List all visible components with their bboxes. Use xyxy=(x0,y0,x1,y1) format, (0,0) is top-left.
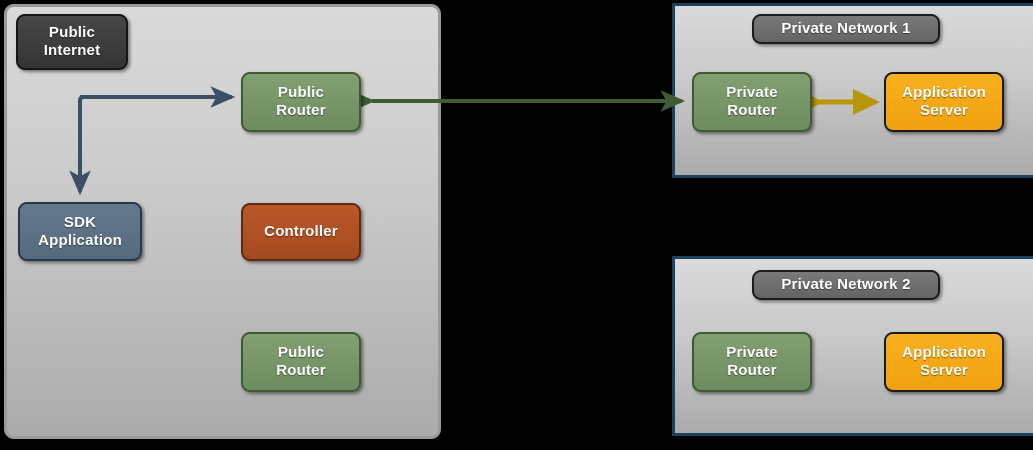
arrow-internet-to-sdk-application xyxy=(69,95,232,196)
node-pn2-private-router-line2: Router xyxy=(727,362,777,379)
node-controller[interactable]: Controller xyxy=(241,203,361,261)
node-pn1-private-router-line2: Router xyxy=(727,102,777,119)
node-public-router-top-line2: Router xyxy=(276,102,326,119)
node-sdk-application-line1: SDK xyxy=(63,213,97,231)
node-sdk-application-line2: Application xyxy=(38,231,122,249)
node-public-internet[interactable]: Public Internet xyxy=(16,14,128,70)
node-sdk-application[interactable]: SDK Application xyxy=(18,202,142,261)
node-pn2-application-server[interactable]: Application Server xyxy=(884,332,1004,392)
node-public-router-bottom-line2: Router xyxy=(276,362,326,379)
node-pn2-private-router[interactable]: Private Router xyxy=(692,332,812,392)
node-pn2-application-server-line1: Application xyxy=(902,344,986,362)
private-network-2-title-label: Private Network 2 xyxy=(781,276,911,294)
node-public-router-top-line1: Public xyxy=(277,84,325,102)
node-pn1-application-server[interactable]: Application Server xyxy=(884,72,1004,132)
node-public-router-top[interactable]: Public Router xyxy=(241,72,361,132)
node-public-router-bottom[interactable]: Public Router xyxy=(241,332,361,392)
node-pn2-application-server-line2: Server xyxy=(920,362,968,379)
node-public-internet-line2: Internet xyxy=(43,42,101,59)
node-public-router-bottom-line1: Public xyxy=(277,344,325,362)
node-pn1-private-router-line1: Private xyxy=(726,84,778,102)
node-controller-line1: Controller xyxy=(264,223,338,241)
node-pn1-application-server-line2: Server xyxy=(920,102,968,119)
node-pn1-private-router[interactable]: Private Router xyxy=(692,72,812,132)
node-pn1-application-server-line1: Application xyxy=(902,84,986,102)
private-network-1-title: Private Network 1 xyxy=(752,14,940,44)
private-network-2-title: Private Network 2 xyxy=(752,270,940,300)
private-network-1-title-label: Private Network 1 xyxy=(781,20,911,38)
node-public-internet-line1: Public xyxy=(48,24,96,42)
node-pn2-private-router-line1: Private xyxy=(726,344,778,362)
